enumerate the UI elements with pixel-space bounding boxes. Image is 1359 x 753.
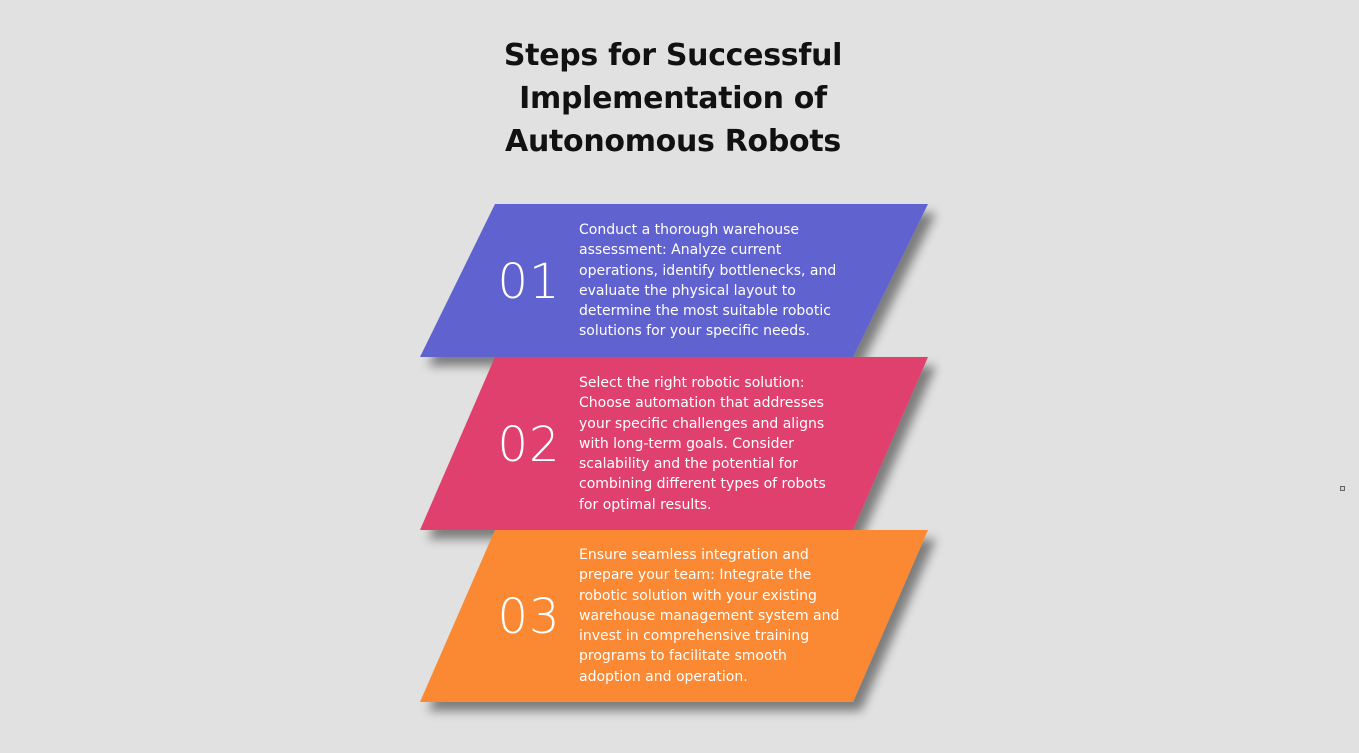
step-3-number: 03	[497, 589, 561, 645]
page-title: Steps for Successful Implementation of A…	[430, 34, 916, 163]
title-line-3: Autonomous Robots	[505, 124, 841, 159]
step-3-description: Ensure seamless integration and prepare …	[579, 547, 840, 685]
step-2-description: Select the right robotic solution: Choos…	[579, 375, 826, 513]
step-1-description: Conduct a thorough warehouse assessment:…	[579, 222, 837, 340]
step-3-shape	[420, 530, 928, 702]
step-1-number: 01	[497, 254, 561, 310]
step-2-shape	[420, 357, 928, 530]
corner-marker-icon	[1340, 486, 1345, 491]
title-line-1: Steps for Successful	[503, 38, 843, 73]
step-2-number: 02	[497, 417, 561, 473]
title-line-2: Implementation of	[519, 81, 827, 116]
step-1-shape	[420, 204, 928, 357]
